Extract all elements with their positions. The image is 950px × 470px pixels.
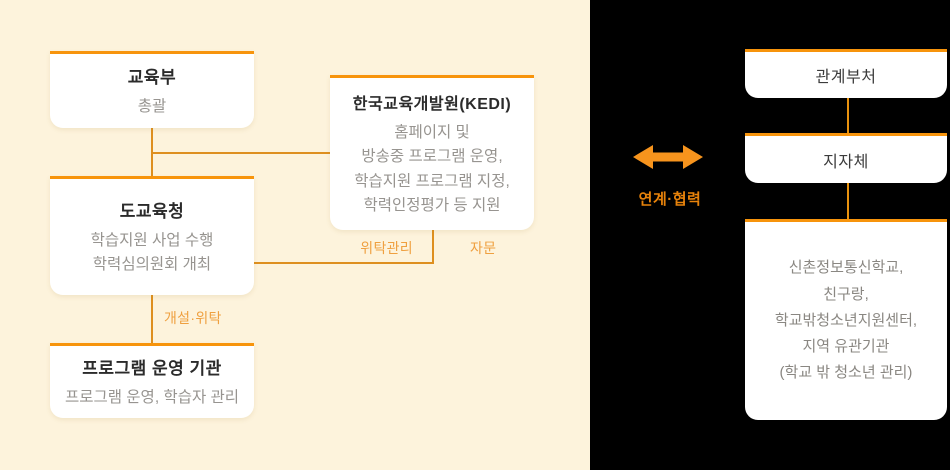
edge-label-open-entrust: 개설·위탁 bbox=[164, 310, 222, 326]
node-kedi: 한국교육개발원(KEDI) 홈페이지 및 방송중 프로그램 운영, 학습지원 프… bbox=[330, 75, 534, 230]
node-partner-organizations-list: 신촌정보통신학교, 친구랑, 학교밖청소년지원센터, 지역 유관기관 (학교 밖… bbox=[774, 259, 918, 382]
bidirectional-arrow-icon bbox=[633, 145, 703, 169]
edge-label-entrusted-management: 위탁관리 bbox=[360, 240, 413, 256]
node-related-ministries: 관계부처 bbox=[745, 49, 947, 98]
bridge-label-cooperation: 연계·협력 bbox=[638, 191, 702, 208]
node-kedi-role: 홈페이지 및 방송중 프로그램 운영, 학습지원 프로그램 지정, 학력인정평가… bbox=[354, 124, 510, 214]
edge-doe-to-kedi-vertical bbox=[432, 230, 434, 264]
node-partner-organizations: 신촌정보통신학교, 친구랑, 학교밖청소년지원센터, 지역 유관기관 (학교 밖… bbox=[745, 219, 947, 420]
node-provincial-education-office: 도교육청 학습지원 사업 수행 학력심의원회 개최 bbox=[50, 176, 254, 295]
node-program-operator: 프로그램 운영 기관 프로그램 운영, 학습자 관리 bbox=[50, 343, 254, 418]
edge-localgov-to-partners bbox=[847, 183, 849, 219]
node-provincial-education-office-role: 학습지원 사업 수행 학력심의원회 개최 bbox=[90, 231, 214, 273]
node-provincial-education-office-title: 도교육청 bbox=[119, 201, 185, 221]
node-related-ministries-title: 관계부처 bbox=[815, 69, 877, 86]
edge-doe-to-kedi-horizontal bbox=[254, 262, 434, 264]
node-program-operator-role: 프로그램 운영, 학습자 관리 bbox=[64, 388, 240, 406]
edge-ministries-to-localgov bbox=[847, 98, 849, 134]
edge-moe-to-kedi bbox=[152, 152, 330, 154]
node-ministry-of-education-role: 총괄 bbox=[137, 97, 167, 115]
node-ministry-of-education-title: 교육부 bbox=[127, 67, 177, 87]
node-kedi-title: 한국교육개발원(KEDI) bbox=[352, 96, 512, 114]
node-program-operator-title: 프로그램 운영 기관 bbox=[82, 358, 222, 378]
edge-label-advisory: 자문 bbox=[470, 240, 497, 256]
node-ministry-of-education: 교육부 총괄 bbox=[50, 51, 254, 128]
node-local-governments-title: 지자체 bbox=[823, 153, 869, 171]
edge-doe-to-operator bbox=[151, 295, 153, 343]
node-local-governments: 지자체 bbox=[745, 133, 947, 183]
